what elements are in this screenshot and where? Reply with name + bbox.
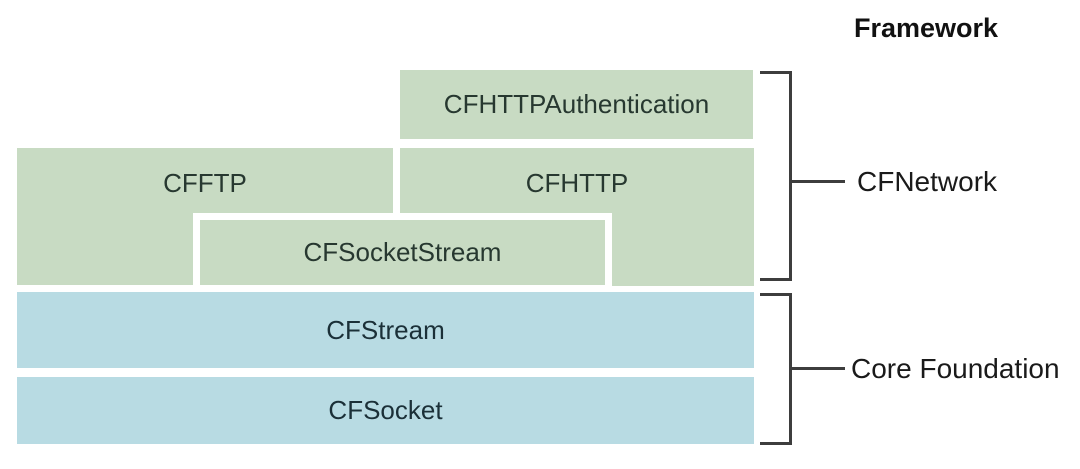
box-cfsocketstream-label: CFSocketStream xyxy=(303,237,502,267)
box-cfhttp-label: CFHTTP xyxy=(525,167,629,198)
box-cfsocket-label: CFSocket xyxy=(328,395,443,425)
cfnetwork-group-label: CFNetwork xyxy=(857,166,998,197)
box-cfhttpauthentication-label: CFHTTPAuthentication xyxy=(443,89,710,119)
box-cfftp-label: CFFTP xyxy=(163,167,247,198)
box-cfhttpauthentication: CFHTTPAuthentication xyxy=(400,70,753,139)
framework-column-title: Framework xyxy=(853,13,999,43)
core-foundation-bracket-tick xyxy=(789,367,845,370)
cfnetwork-bracket-tick xyxy=(789,180,845,183)
box-cfsocketstream: CFSocketStream xyxy=(193,213,612,292)
box-cfstream-label: CFStream xyxy=(326,314,445,345)
core-foundation-group-label: Core Foundation xyxy=(851,353,1060,384)
box-cfsocket: CFSocket xyxy=(17,377,754,444)
box-cfstream: CFStream xyxy=(17,292,754,368)
cfnetwork-bracket xyxy=(760,71,792,281)
core-foundation-bracket xyxy=(760,293,792,445)
